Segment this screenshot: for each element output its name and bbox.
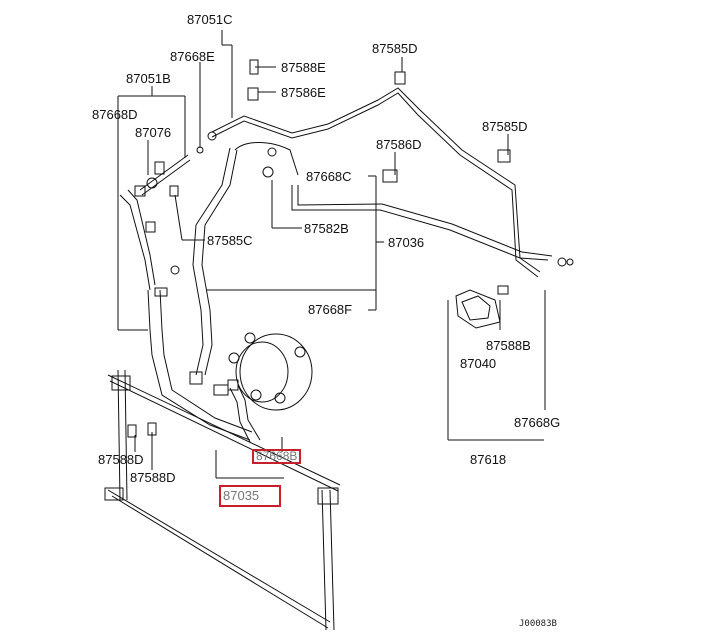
label-87668B-highlighted: 87668B <box>252 449 302 464</box>
label-87668F: 87668F <box>308 302 353 317</box>
diagram-code: J00083B <box>519 619 557 629</box>
label-87036: 87036 <box>388 235 425 250</box>
label-87588D-b: 87588D <box>130 470 176 485</box>
label-87668E: 87668E <box>170 49 215 64</box>
label-87585D-right: 87585D <box>482 119 528 134</box>
label-87668G: 87668G <box>514 415 561 430</box>
label-87588E: 87588E <box>281 60 326 75</box>
label-87035-highlighted: 87035 <box>219 485 281 507</box>
label-87585C: 87585C <box>207 233 253 248</box>
label-87586D: 87586D <box>376 137 422 152</box>
label-87585D-top: 87585D <box>372 41 418 56</box>
label-87668D: 87668D <box>92 107 138 122</box>
label-87618: 87618 <box>470 452 507 467</box>
label-87582B: 87582B <box>304 221 349 236</box>
label-87586E: 87586E <box>281 85 326 100</box>
label-87076: 87076 <box>135 125 172 140</box>
label-87588B: 87588B <box>486 338 531 353</box>
label-87051C: 87051C <box>187 12 233 27</box>
label-87668C: 87668C <box>306 169 352 184</box>
label-87051B: 87051B <box>126 71 171 86</box>
label-87588D-a: 87588D <box>98 452 144 467</box>
label-87040: 87040 <box>460 356 497 371</box>
